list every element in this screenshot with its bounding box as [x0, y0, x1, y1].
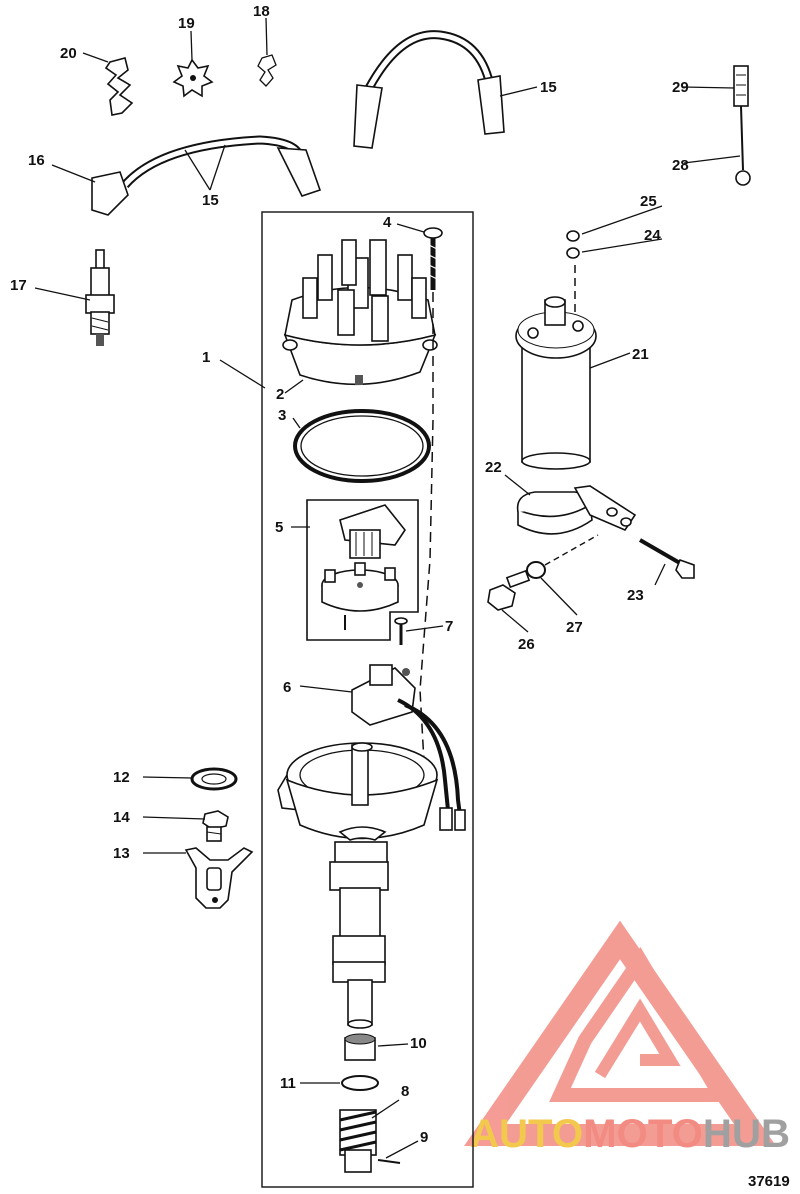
spark-plug-wire-arc	[353, 30, 505, 149]
hold-down-bolt	[202, 810, 229, 842]
callout-7: 7	[445, 618, 453, 635]
callout-29: 29	[672, 79, 689, 96]
watermark-word-moto: MOTO	[583, 1112, 703, 1156]
callout-10: 10	[410, 1035, 427, 1052]
watermark-word-auto: AUTO	[470, 1112, 583, 1156]
callout-17: 17	[10, 277, 27, 294]
small-screw	[394, 617, 408, 645]
hold-down-clamp	[184, 847, 254, 909]
spark-plug-wire-long	[91, 135, 322, 216]
distributor-assembly-frame	[261, 211, 474, 1188]
cap-screw	[423, 227, 443, 290]
callout-9: 9	[420, 1129, 428, 1146]
shaft-bushing	[344, 1033, 376, 1061]
callout-4: 4	[383, 214, 392, 231]
wire-retainer	[104, 57, 134, 116]
diagram-id: 37619	[748, 1173, 790, 1190]
callout-25: 25	[640, 193, 657, 210]
wire-clip	[257, 54, 277, 87]
star-retainer	[172, 58, 214, 98]
watermark-word-hub: HUB	[703, 1112, 790, 1156]
roll-pin	[377, 1159, 401, 1164]
callout-28: 28	[672, 157, 689, 174]
callout-21: 21	[632, 346, 649, 363]
callout-labels: 20 19 18 15 29 28 16 15 17 25 24 4 1 2 3…	[10, 3, 790, 1190]
callout-1: 1	[202, 349, 210, 366]
callout-23: 23	[627, 587, 644, 604]
coil-bracket	[516, 485, 637, 535]
automotohub-logo	[464, 920, 776, 1146]
ignition-module	[351, 664, 466, 831]
callout-11: 11	[280, 1075, 296, 1092]
bracket-hex-bolt	[487, 569, 531, 611]
distributor-cap	[282, 239, 438, 386]
callout-2: 2	[276, 386, 284, 403]
callout-20: 20	[60, 45, 77, 62]
leader-lines	[34, 17, 741, 1159]
bracket-dashed-line	[544, 534, 599, 566]
callout-19: 19	[178, 15, 195, 32]
callout-6: 6	[283, 679, 291, 696]
callout-15-top: 15	[540, 79, 557, 96]
callout-14: 14	[113, 809, 130, 826]
spark-plug	[85, 249, 115, 346]
ignition-coil	[515, 296, 597, 470]
callout-3: 3	[278, 407, 286, 424]
drive-gear	[339, 1109, 377, 1173]
alignment-dashed-line	[419, 292, 434, 781]
cap-gasket	[293, 409, 431, 483]
callout-22: 22	[485, 459, 502, 476]
callout-12: 12	[113, 769, 130, 786]
callout-26: 26	[518, 636, 535, 653]
rotor-kit	[306, 499, 419, 641]
coil-nut-lower	[566, 247, 580, 259]
shaft-washer	[341, 1075, 379, 1091]
callout-16: 16	[28, 152, 45, 169]
bracket-bolt	[638, 538, 695, 579]
callout-13: 13	[113, 845, 130, 862]
bracket-washer	[526, 561, 546, 579]
callout-27: 27	[566, 619, 583, 636]
coil-lead	[733, 65, 751, 186]
callout-8: 8	[401, 1083, 409, 1100]
distributor-housing	[277, 742, 439, 1029]
distributor-washer	[190, 767, 238, 791]
watermark-text: AUTOMOTOHUB	[470, 1112, 790, 1156]
coil-nut-upper	[566, 230, 580, 242]
callout-5: 5	[275, 519, 283, 536]
callout-24: 24	[644, 227, 661, 244]
callout-15-wire: 15	[202, 192, 219, 209]
callout-18: 18	[253, 3, 270, 20]
